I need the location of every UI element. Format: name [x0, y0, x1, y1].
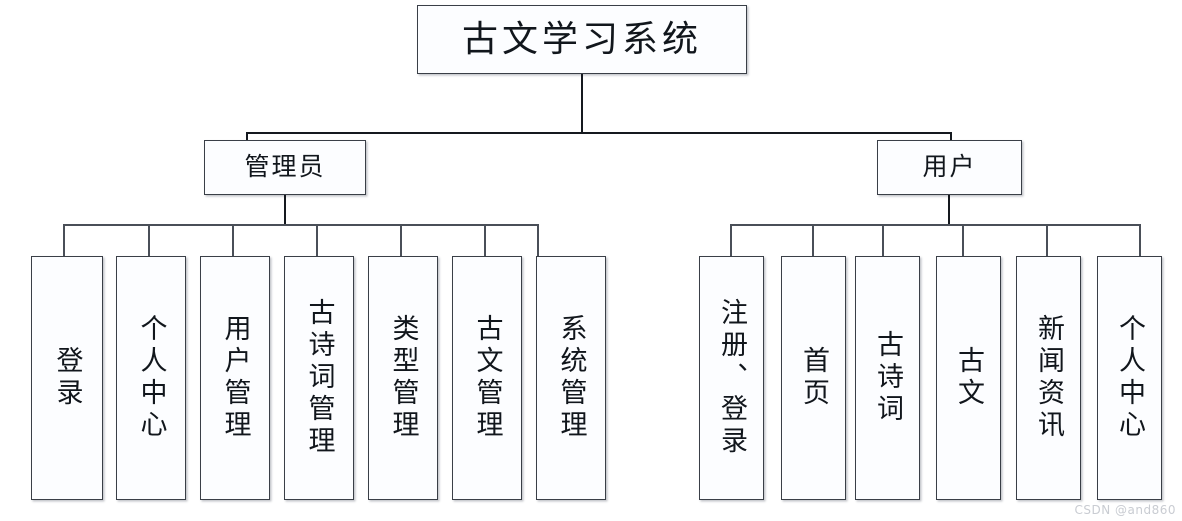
node-user-child-register-login[interactable]: 注册、登录 [699, 256, 764, 500]
node-user-child-poetry[interactable]: 古诗词 [855, 256, 920, 500]
node-admin-child-type-management[interactable]: 类型管理 [368, 256, 438, 500]
node-admin-child-ancient-text-management-label: 古文管理 [472, 314, 503, 442]
node-admin-child-ancient-text-management[interactable]: 古文管理 [452, 256, 522, 500]
node-admin-child-personal-center[interactable]: 个人中心 [116, 256, 186, 500]
node-admin-child-poetry-management-label: 古诗词管理 [304, 298, 335, 458]
node-user-child-home-label: 首页 [799, 346, 829, 410]
node-user-child-ancient-text-label: 古文 [954, 346, 984, 410]
node-admin-child-user-management-label: 用户管理 [220, 314, 251, 442]
connector-admin-drop-4 [316, 224, 318, 257]
node-user-child-news[interactable]: 新闻资讯 [1016, 256, 1081, 500]
connector-admin-stem [284, 195, 286, 225]
connector-user-drop-1 [730, 224, 732, 257]
node-user-label: 用户 [922, 153, 977, 181]
node-admin-child-type-management-label: 类型管理 [388, 314, 419, 442]
connector-bus-to-user [950, 132, 952, 141]
node-user-child-register-login-label: 注册、登录 [717, 298, 747, 458]
node-user-child-ancient-text[interactable]: 古文 [936, 256, 1001, 500]
node-user[interactable]: 用户 [877, 140, 1022, 195]
connector-user-bus [731, 224, 1140, 226]
node-admin-child-login[interactable]: 登录 [31, 256, 103, 500]
node-user-child-news-label: 新闻资讯 [1034, 314, 1064, 442]
node-admin-child-system-management-label: 系统管理 [556, 314, 587, 442]
node-admin[interactable]: 管理员 [204, 140, 366, 195]
node-admin-child-personal-center-label: 个人中心 [136, 314, 167, 442]
node-user-child-poetry-label: 古诗词 [873, 330, 903, 426]
connector-user-drop-3 [882, 224, 884, 257]
node-admin-child-login-label: 登录 [52, 346, 83, 410]
node-root-system[interactable]: 古文学习系统 [417, 5, 747, 74]
node-user-child-personal-center-label: 个人中心 [1115, 314, 1145, 442]
connector-user-drop-6 [1139, 224, 1141, 257]
connector-root-stem [581, 74, 583, 133]
connector-admin-drop-1 [63, 224, 65, 257]
connector-user-drop-4 [962, 224, 964, 257]
node-admin-child-user-management[interactable]: 用户管理 [200, 256, 270, 500]
connector-admin-drop-6 [484, 224, 486, 257]
connector-admin-bus [64, 224, 538, 226]
connector-admin-drop-7 [537, 224, 539, 257]
connector-user-drop-5 [1046, 224, 1048, 257]
watermark: CSDN @and860 [1074, 503, 1176, 517]
connector-user-drop-2 [812, 224, 814, 257]
connector-admin-drop-2 [148, 224, 150, 257]
connector-level2-bus [247, 132, 952, 134]
node-root-label: 古文学习系统 [461, 19, 702, 60]
node-admin-label: 管理员 [244, 153, 326, 181]
node-user-child-personal-center[interactable]: 个人中心 [1097, 256, 1162, 500]
connector-admin-drop-3 [232, 224, 234, 257]
node-admin-child-system-management[interactable]: 系统管理 [536, 256, 606, 500]
connector-bus-to-admin [246, 132, 248, 141]
node-user-child-home[interactable]: 首页 [781, 256, 846, 500]
node-admin-child-poetry-management[interactable]: 古诗词管理 [284, 256, 354, 500]
connector-admin-drop-5 [400, 224, 402, 257]
connector-user-stem [948, 195, 950, 225]
